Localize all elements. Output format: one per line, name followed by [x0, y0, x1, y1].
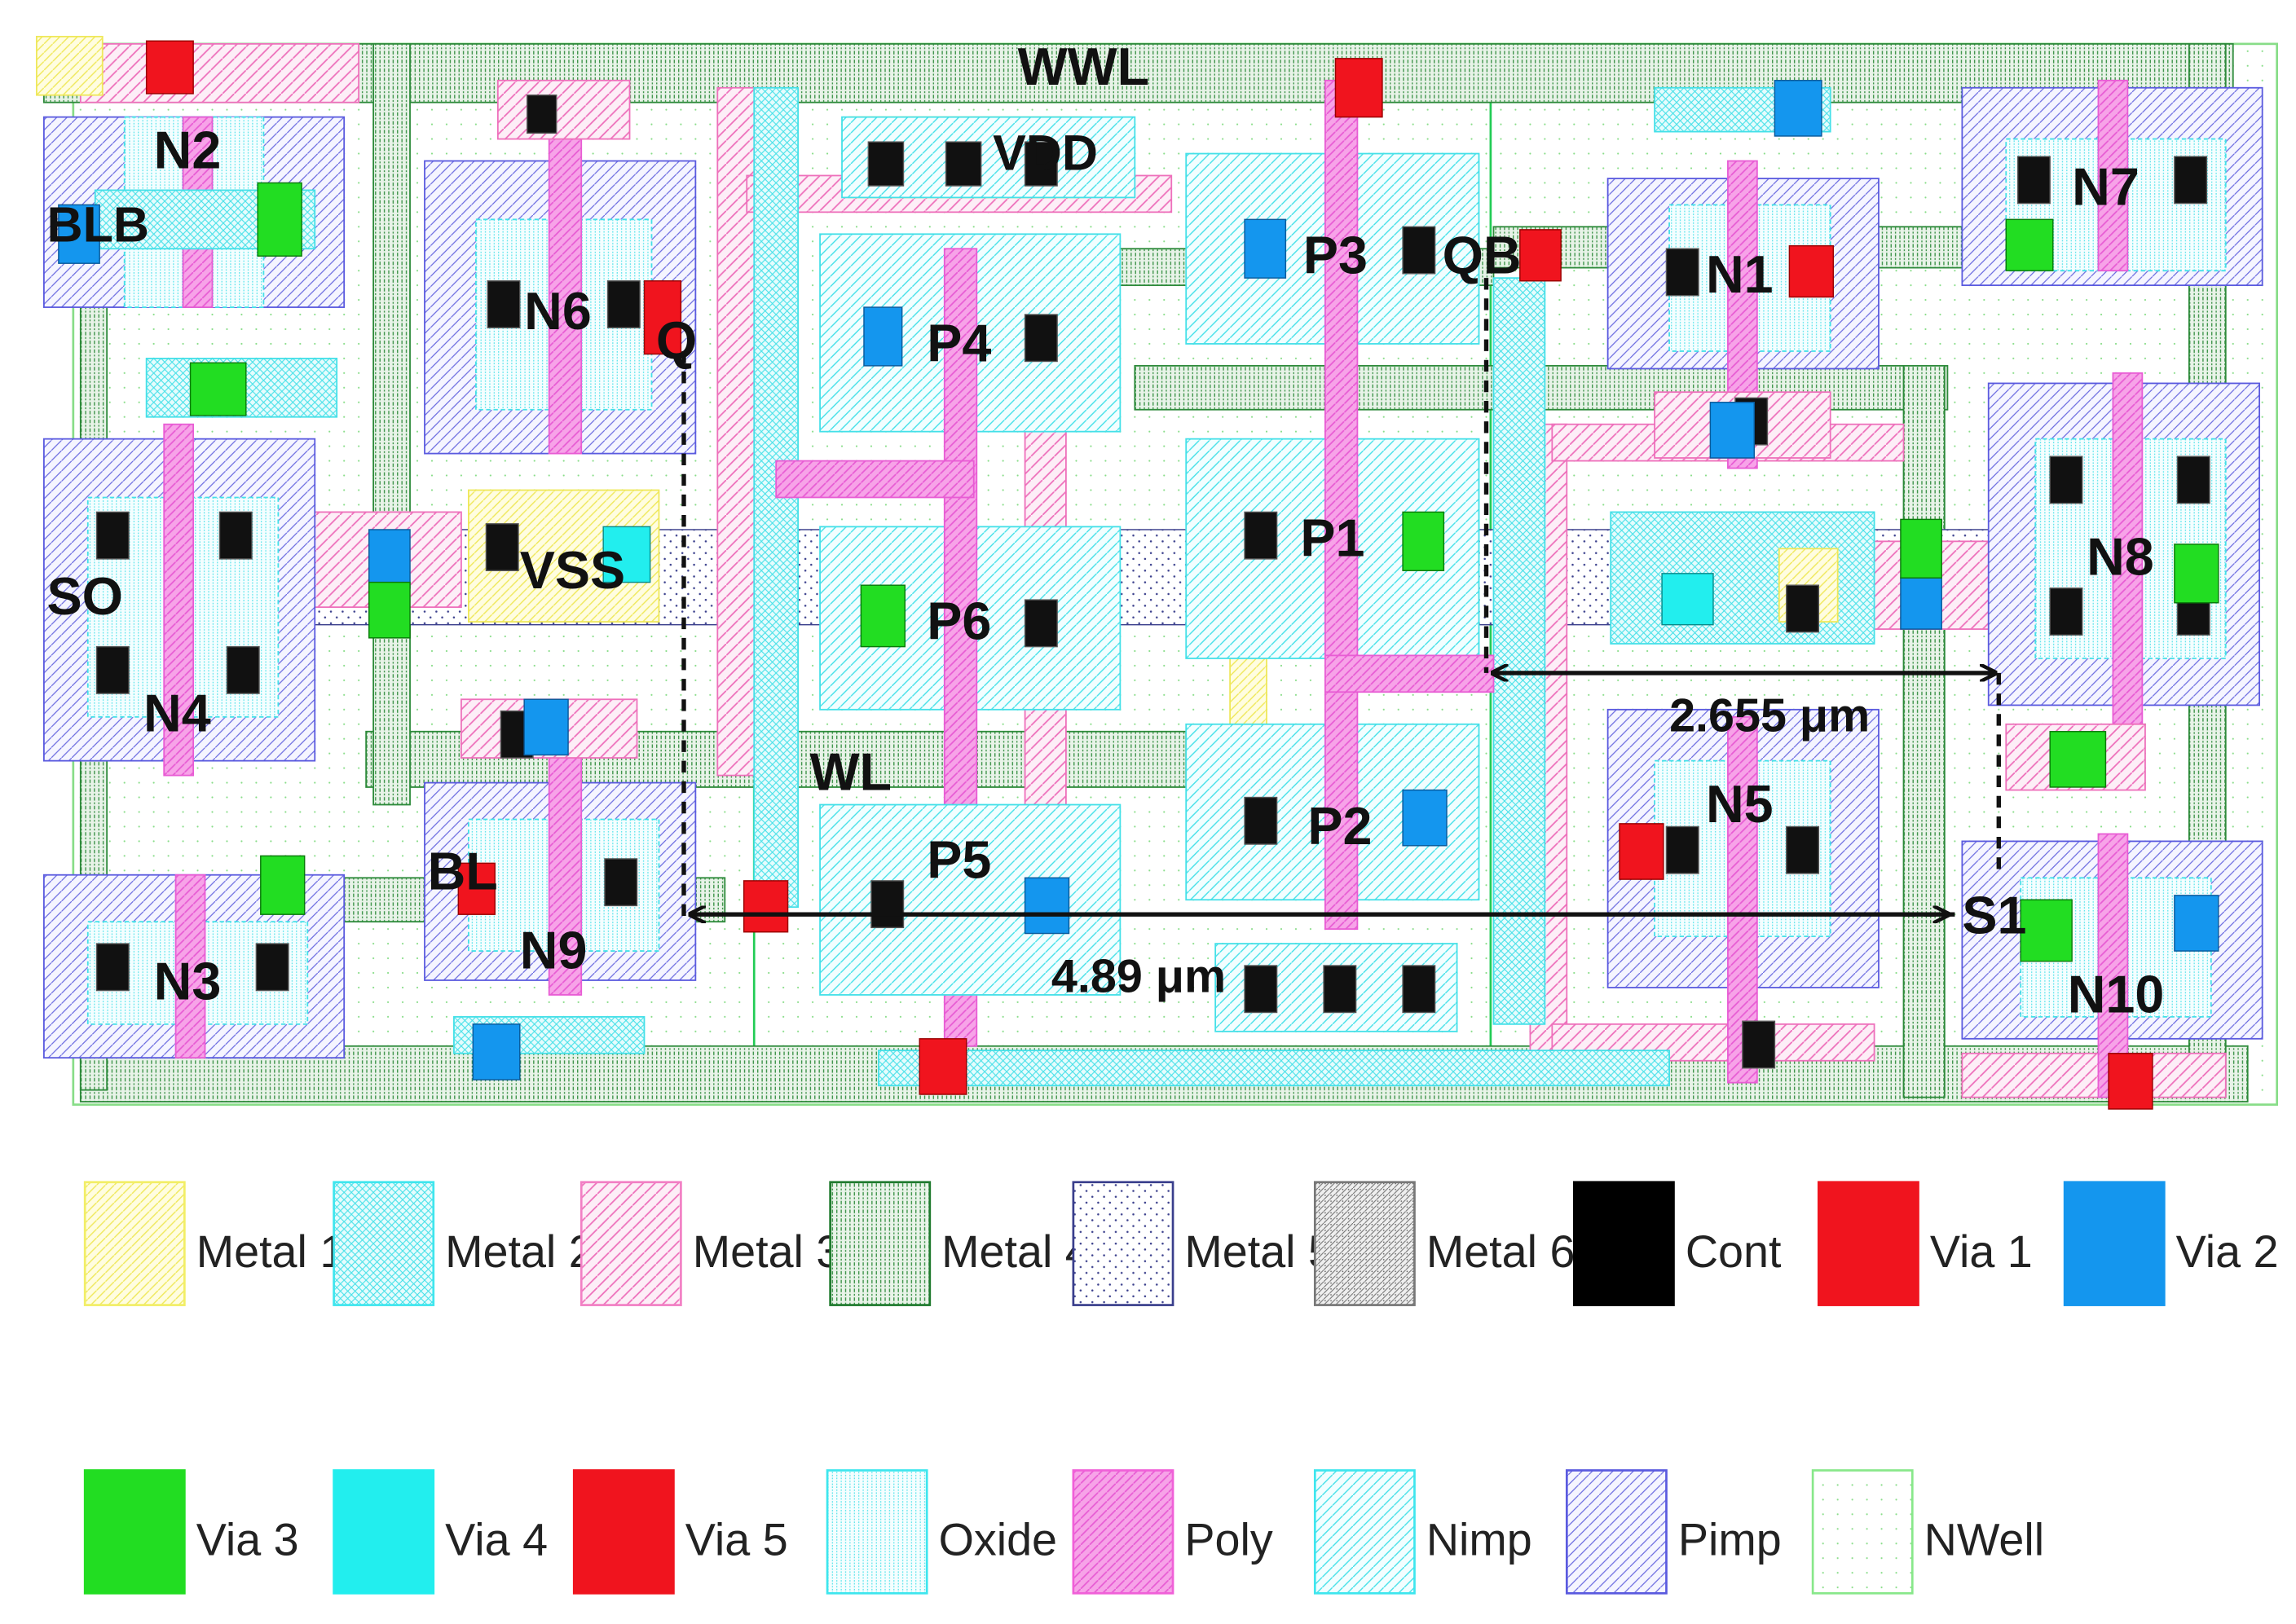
legend-label-via4: Via 4 — [445, 1515, 548, 1565]
legend-swatch-via4 — [333, 1469, 435, 1595]
legend-swatch-poly — [1072, 1469, 1174, 1595]
legend-item-metal1: Metal 1 — [83, 1181, 346, 1306]
layout-area: 2.655 μm 4.89 μm WWL VDD N2 BLB N6 Q P4 … — [36, 35, 2278, 1110]
label-s1: S1 — [1962, 886, 2026, 945]
legend-label-cont: Cont — [1686, 1226, 1782, 1277]
legend-label-nimp: Nimp — [1426, 1515, 1532, 1565]
legend-item-pimp: Pimp — [1565, 1469, 1782, 1595]
label-qb: QB — [1443, 226, 1522, 285]
legend-swatch-metal3 — [580, 1181, 682, 1306]
device-labels: WWL VDD N2 BLB N6 Q P4 P3 QB N1 N7 P1 VS… — [46, 37, 2164, 1023]
label-vss: VSS — [520, 540, 625, 600]
transistor-n7 — [1961, 79, 2263, 287]
dimension-label-2655: 2.655 μm — [1669, 690, 1870, 742]
label-p3: P3 — [1303, 226, 1368, 285]
label-p1: P1 — [1300, 508, 1364, 567]
legend-label-via2: Via 2 — [2176, 1226, 2279, 1277]
label-bl: BL — [428, 842, 498, 901]
label-n3: N3 — [154, 951, 222, 1010]
legend-item-via1: Via 1 — [1817, 1181, 2033, 1306]
legend-item-oxide: Oxide — [826, 1469, 1057, 1595]
legend-item-metal5: Metal 5 — [1072, 1181, 1333, 1306]
transistor-n3 — [42, 874, 346, 1059]
legend-swatch-cont — [1572, 1181, 1675, 1306]
legend-swatch-metal4 — [829, 1181, 932, 1306]
legend-swatch-metal6 — [1313, 1181, 1416, 1306]
legend-item-via3: Via 3 — [83, 1469, 299, 1595]
legend-item-metal6: Metal 6 — [1313, 1181, 1575, 1306]
legend-swatch-via1 — [1817, 1181, 1919, 1306]
legend-swatch-nimp — [1313, 1469, 1416, 1595]
legend-label-pimp: Pimp — [1678, 1515, 1782, 1565]
label-p4: P4 — [927, 314, 991, 373]
label-wl: WL — [809, 742, 892, 802]
legend-swatch-nwell — [1811, 1469, 1914, 1595]
legend-label-metal2: Metal 2 — [445, 1226, 594, 1277]
legend-label-poly: Poly — [1184, 1515, 1272, 1565]
legend-swatch-metal5 — [1072, 1181, 1174, 1306]
legend-item-via5: Via 5 — [572, 1469, 788, 1595]
legend-item-nimp: Nimp — [1313, 1469, 1532, 1595]
legend-item-metal2: Metal 2 — [333, 1181, 594, 1306]
label-n8: N8 — [2087, 527, 2154, 587]
legend-item-nwell: NWell — [1811, 1469, 2044, 1595]
legend-swatch-via3 — [83, 1469, 186, 1595]
legend-label-via1: Via 1 — [1930, 1226, 2033, 1277]
legend-swatch-via5 — [572, 1469, 675, 1595]
legend-item-via2: Via 2 — [2063, 1181, 2279, 1306]
legend-swatch-pimp — [1565, 1469, 1668, 1595]
vias — [58, 40, 2219, 1110]
legend-swatch-via2 — [2063, 1181, 2166, 1306]
legend-label-metal1: Metal 1 — [196, 1226, 346, 1277]
legend-label-metal5: Metal 5 — [1184, 1226, 1333, 1277]
label-n1: N1 — [1706, 244, 1774, 304]
label-vdd: VDD — [993, 125, 1098, 180]
legend-item-poly: Poly — [1072, 1469, 1273, 1595]
label-p5: P5 — [927, 830, 991, 889]
legend-swatch-metal2 — [333, 1181, 435, 1306]
legend-label-oxide: Oxide — [939, 1515, 1057, 1565]
label-n2: N2 — [154, 120, 222, 179]
legend-item-cont: Cont — [1572, 1181, 1782, 1306]
label-n6: N6 — [524, 281, 592, 341]
legend-label-metal3: Metal 3 — [693, 1226, 842, 1277]
label-p2: P2 — [1307, 796, 1372, 856]
dimension-2655: 2.655 μm — [1493, 673, 1994, 742]
label-wwl: WWL — [1018, 37, 1150, 96]
layer-legend: Metal 1 Metal 2 Metal 3 Metal 4 Metal 5 Metal… — [83, 1181, 2279, 1595]
legend-item-metal3: Metal 3 — [580, 1181, 842, 1306]
label-n4: N4 — [143, 684, 211, 743]
label-so: SO — [46, 566, 122, 626]
dimension-489: 4.89 μm — [691, 914, 1947, 1002]
legend-swatch-metal1 — [83, 1181, 186, 1306]
transistor-p5 — [819, 803, 1122, 996]
label-q: Q — [656, 310, 697, 370]
label-n9: N9 — [520, 921, 588, 980]
label-blb: BLB — [46, 196, 149, 252]
label-n5: N5 — [1706, 774, 1774, 834]
legend-swatch-oxide — [826, 1469, 928, 1595]
legend-label-metal4: Metal 4 — [941, 1226, 1091, 1277]
legend-label-via3: Via 3 — [196, 1515, 299, 1565]
legend-item-via4: Via 4 — [333, 1469, 548, 1595]
label-n7: N7 — [2072, 156, 2140, 216]
label-n10: N10 — [2068, 965, 2165, 1024]
legend-label-via5: Via 5 — [685, 1515, 788, 1565]
label-p6: P6 — [927, 592, 991, 651]
legend-label-nwell: NWell — [1924, 1515, 2044, 1565]
legend-label-metal6: Metal 6 — [1426, 1226, 1575, 1277]
dimension-label-489: 4.89 μm — [1051, 950, 1226, 1002]
legend-item-metal4: Metal 4 — [829, 1181, 1091, 1306]
